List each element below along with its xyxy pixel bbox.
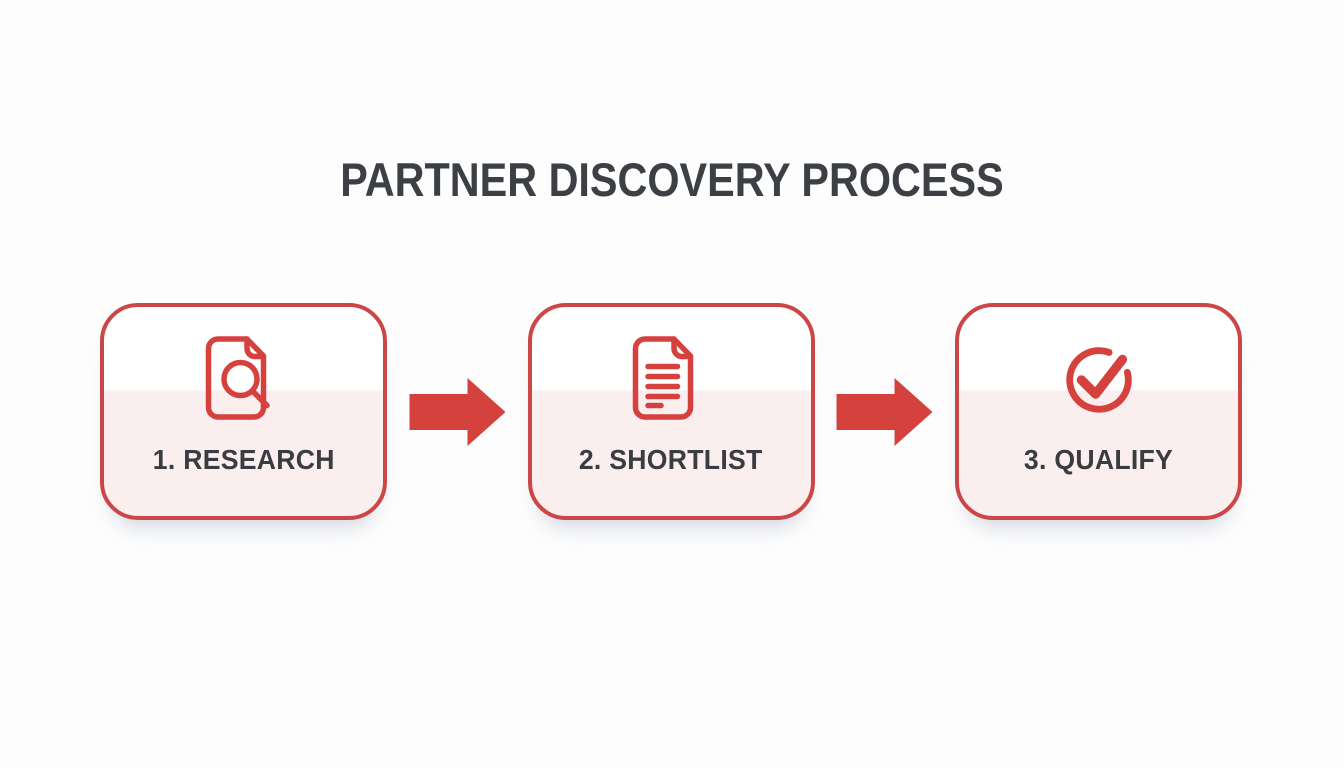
step-label: 2. SHORTLIST (579, 444, 763, 475)
check-circle-icon (1056, 334, 1142, 422)
arrow-right-icon (836, 377, 933, 446)
page-title: PARTNER DISCOVERY PROCESS (0, 152, 1344, 207)
document-lines-icon (628, 334, 714, 422)
page-title-text: PARTNER DISCOVERY PROCESS (340, 153, 1004, 206)
process-flow: 1. RESEARCH 2. SHORTLIST (100, 303, 1242, 520)
step-card-qualify: 3. QUALIFY (955, 303, 1242, 520)
step-label: 3. QUALIFY (1023, 444, 1174, 475)
step-card-shortlist: 2. SHORTLIST (527, 303, 815, 520)
step-label: 1. RESEARCH (152, 444, 335, 475)
arrow-right-icon (409, 377, 506, 446)
step-card-research: 1. RESEARCH (100, 303, 387, 520)
document-search-icon (201, 334, 287, 422)
